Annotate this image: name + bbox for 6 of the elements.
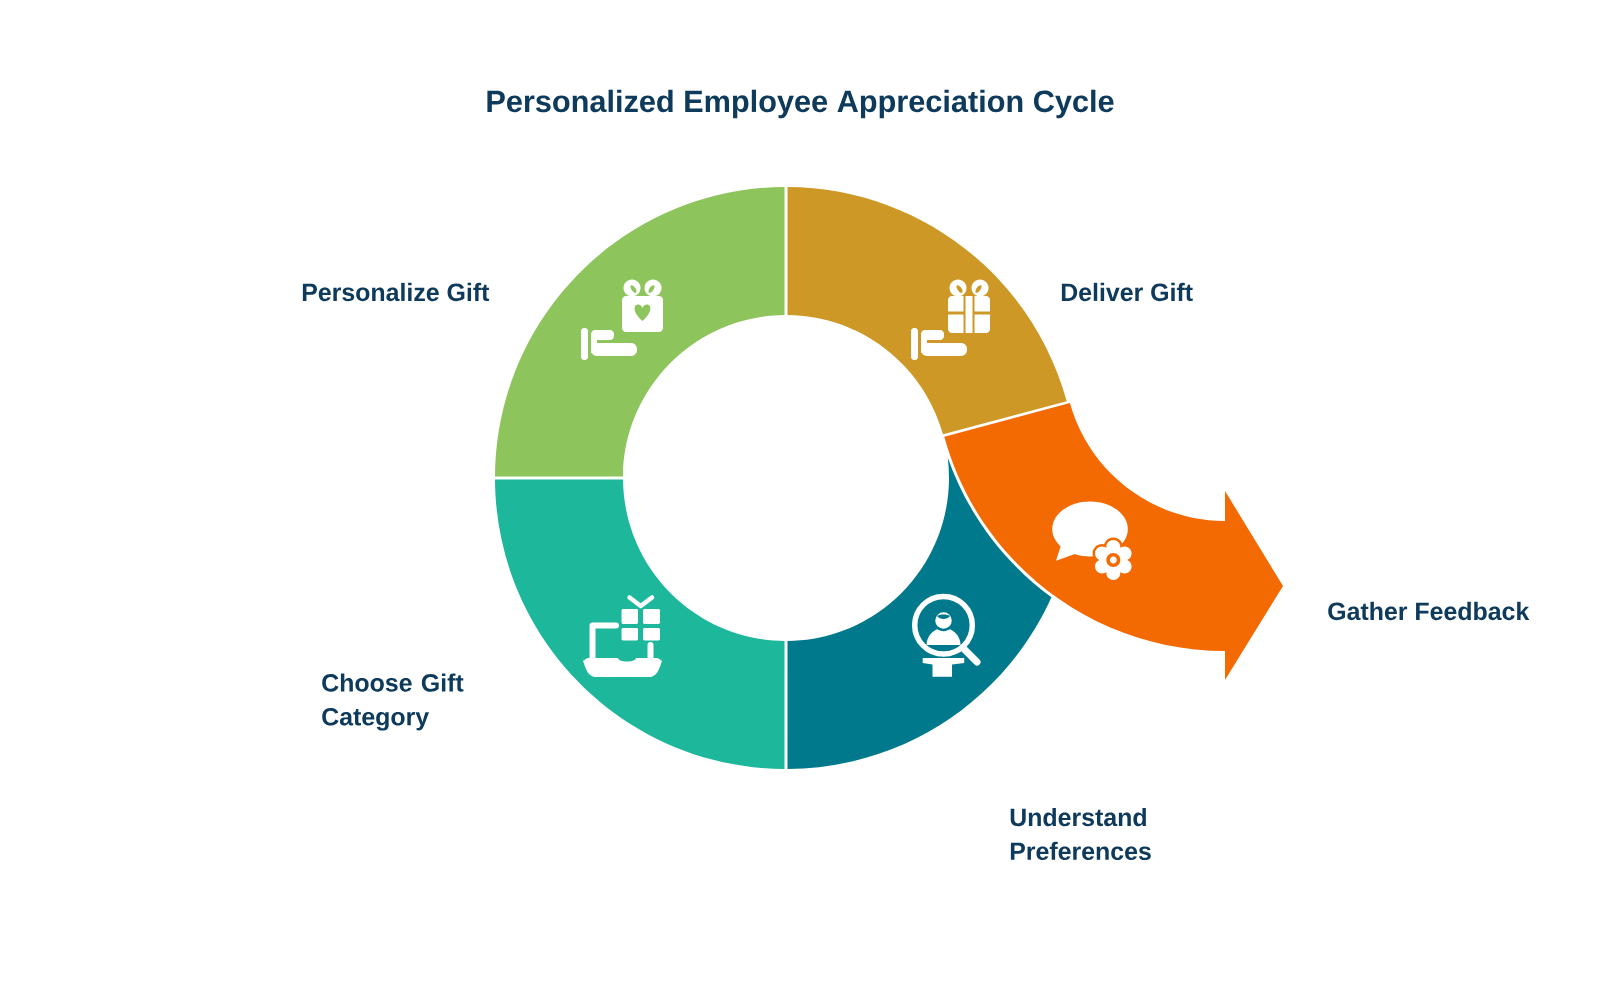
- step-label: Gather Feedback: [1328, 601, 1530, 621]
- title: Personalized Employee Appreciation Cycle: [487, 89, 1114, 119]
- step-label: Deliver Gift: [1061, 282, 1193, 302]
- step-label: Choose Gift Category: [322, 673, 464, 731]
- step-label: Understand Preferences: [1010, 807, 1151, 861]
- step-label: Personalize Gift: [302, 282, 490, 302]
